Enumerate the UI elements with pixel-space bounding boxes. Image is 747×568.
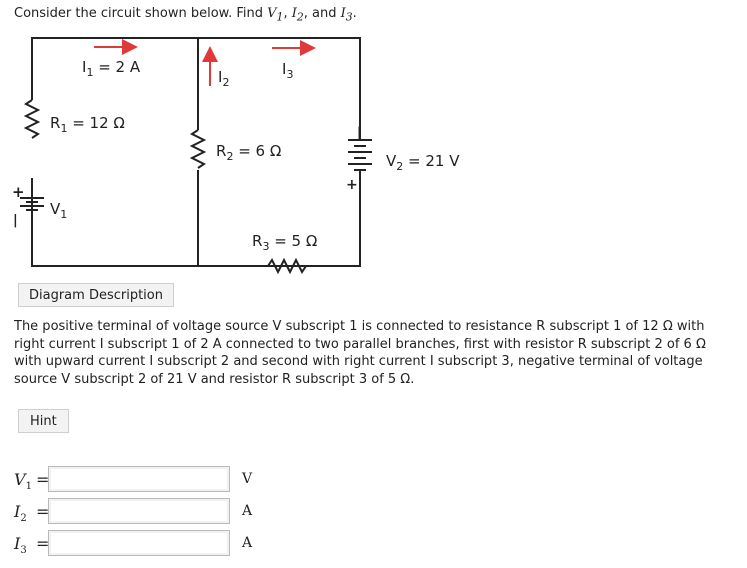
resistor-r1 bbox=[23, 99, 41, 139]
v2-minus: | bbox=[357, 125, 361, 139]
resistor-r3 bbox=[267, 257, 307, 275]
i1-label: I1 = 2 A bbox=[82, 58, 141, 79]
wire-left-bottom bbox=[31, 198, 361, 267]
answer-equals: = bbox=[36, 534, 50, 553]
i2-label: I2 bbox=[218, 68, 229, 89]
battery-v1 bbox=[20, 178, 44, 224]
v2-label: V2 = 21 V bbox=[386, 152, 460, 173]
question-i2: I2 bbox=[291, 6, 304, 24]
answer-equals: = bbox=[36, 502, 50, 521]
r1-label: R1 = 12 Ω bbox=[50, 114, 125, 135]
answer-label-i2: I2 bbox=[14, 502, 27, 525]
circuit-wires bbox=[31, 37, 361, 267]
question-text: Consider the circuit shown below. Find V… bbox=[14, 6, 357, 24]
answer-row-v1: V1 = V bbox=[14, 466, 274, 496]
answer-row-i3: I3 = A bbox=[14, 530, 274, 560]
answer-equals: = bbox=[36, 470, 50, 489]
question-v1: V1 bbox=[267, 6, 284, 24]
answer-unit-i2: A bbox=[242, 503, 253, 519]
wire-left-top bbox=[31, 37, 361, 140]
r3-label: R3 = 5 Ω bbox=[252, 232, 317, 253]
question-lead: Consider the circuit shown below. Find bbox=[14, 6, 268, 21]
v1-minus: | bbox=[13, 213, 18, 228]
battery-v2 bbox=[348, 139, 372, 200]
i2-answer-input[interactable] bbox=[48, 498, 230, 524]
i3-answer-input[interactable] bbox=[48, 530, 230, 556]
answer-unit-v1: V bbox=[242, 471, 253, 487]
answer-unit-i3: A bbox=[242, 535, 253, 551]
diagram-description-button[interactable]: Diagram Description bbox=[18, 283, 174, 307]
r2-label: R2 = 6 Ω bbox=[216, 142, 281, 163]
question-i3: I3 bbox=[340, 6, 353, 24]
diagram-description-text: The positive terminal of voltage source … bbox=[14, 319, 706, 387]
v1-plus: + bbox=[12, 183, 25, 201]
hint-button[interactable]: Hint bbox=[18, 409, 69, 433]
circuit-diagram: + | + | I1 = 2 A I2 I3 R1 = 12 Ω R2 = 6 … bbox=[12, 37, 460, 275]
v1-label: V1 bbox=[50, 200, 67, 221]
answer-label-v1: V1 bbox=[14, 470, 32, 493]
answer-row-i2: I2 = A bbox=[14, 498, 274, 528]
v2-plus: + bbox=[346, 177, 358, 193]
resistor-r2 bbox=[189, 129, 207, 169]
v1-answer-input[interactable] bbox=[48, 466, 230, 492]
i3-label: I3 bbox=[282, 60, 293, 81]
answer-label-i3: I3 bbox=[14, 534, 27, 557]
